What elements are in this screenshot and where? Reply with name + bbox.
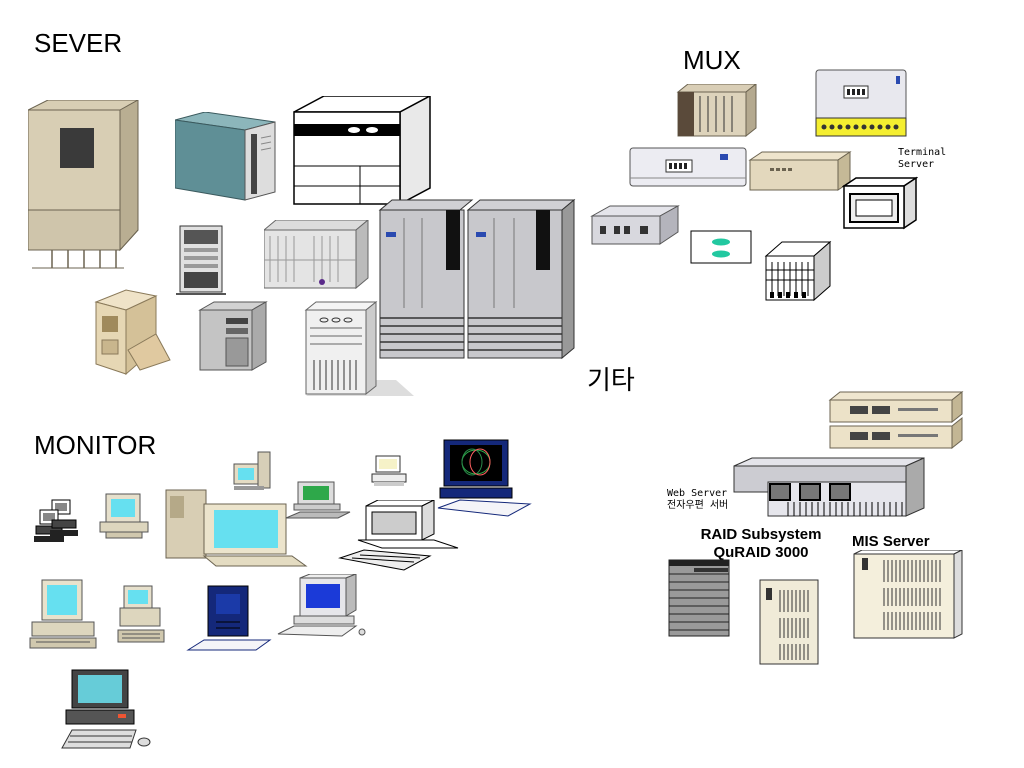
networked-pcs-icon bbox=[32, 498, 80, 546]
small-tower-server-icon bbox=[176, 224, 226, 296]
silver-dual-server-icon bbox=[374, 198, 580, 360]
raid-label: RAID Subsystem QuRAID 3000 bbox=[686, 526, 836, 562]
beige-pc-keyboard-icon bbox=[116, 584, 168, 646]
white-tower-server-icon bbox=[296, 300, 416, 400]
mux-modem-icon bbox=[628, 144, 750, 190]
raid-label-line1: RAID Subsystem bbox=[700, 526, 822, 543]
beige-tower-server-icon bbox=[28, 100, 140, 270]
mux-cube-switch-icon bbox=[762, 240, 832, 302]
raid-tower-icon bbox=[758, 578, 822, 666]
mis-server-icon bbox=[852, 550, 964, 642]
tower-pc-cyan-icon bbox=[232, 450, 274, 492]
beige-pc-large-cyan-icon bbox=[28, 576, 98, 650]
raid-subsystem-icon bbox=[668, 556, 732, 638]
navy-computer-icon bbox=[186, 584, 272, 654]
server-heading: SEVER bbox=[34, 28, 123, 58]
web-server-chassis-icon bbox=[732, 456, 926, 518]
white-mainframe-icon bbox=[292, 96, 432, 206]
web-server-label-line2: 전자우편 서버 bbox=[667, 500, 729, 511]
web-server-label-line1: Web Server bbox=[667, 488, 728, 499]
etc-heading: 기타 bbox=[587, 365, 635, 395]
mux-small-modem-icon bbox=[590, 204, 680, 248]
raid-label-line2: QuRAID 3000 bbox=[713, 544, 809, 561]
mux-rack-unit-icon bbox=[676, 84, 758, 138]
monitor-heading: MONITOR bbox=[34, 430, 157, 460]
gray-tower-server-icon bbox=[196, 300, 268, 372]
stacked-rack-units-icon bbox=[828, 390, 964, 458]
mux-heading: MUX bbox=[683, 45, 741, 75]
mux-desktop-unit-icon bbox=[748, 150, 852, 194]
terminal-server-label-line1: Terminal bbox=[898, 147, 947, 158]
mux-indicator-box-icon bbox=[690, 230, 754, 266]
terminal-server-label-line2: Server bbox=[898, 159, 935, 170]
teal-crt-pc-icon bbox=[56, 668, 152, 754]
rack-server-icon bbox=[264, 220, 370, 290]
white-crt-terminal-icon bbox=[338, 500, 462, 572]
terminal-server-label: Terminal Server bbox=[898, 147, 946, 171]
navy-workstation-icon bbox=[436, 438, 532, 520]
gray-pc-blue-screen-icon bbox=[276, 574, 368, 640]
green-screen-terminal-icon bbox=[284, 480, 352, 520]
small-beige-pc-icon bbox=[98, 492, 150, 540]
terminal-server-icon bbox=[842, 176, 918, 232]
beige-desktop-cyan-icon bbox=[164, 488, 308, 570]
mux-panel-yellow-icon bbox=[814, 68, 910, 140]
mis-server-label: MIS Server bbox=[852, 533, 930, 550]
beige-tilted-tower-icon bbox=[92, 288, 172, 376]
mini-terminal-icon bbox=[370, 454, 410, 488]
teal-server-icon bbox=[175, 112, 277, 202]
web-server-label: Web Server 전자우편 서버 bbox=[667, 488, 728, 512]
